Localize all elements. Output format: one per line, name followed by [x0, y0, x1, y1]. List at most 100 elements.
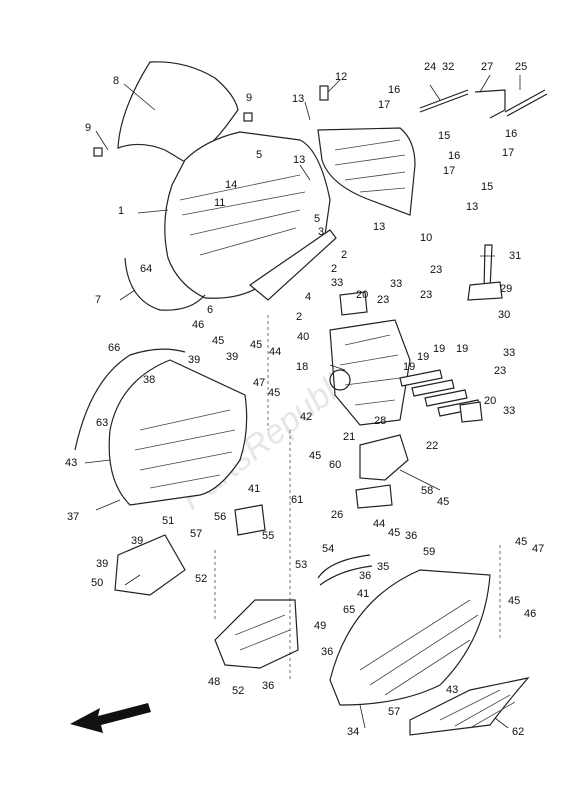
callout-52: 52 [195, 573, 207, 585]
bracket-56 [234, 504, 266, 536]
callout-52: 52 [232, 685, 244, 697]
callout-29: 29 [500, 283, 512, 295]
callout-57: 57 [190, 528, 202, 540]
callout-19: 19 [456, 343, 468, 355]
front-direction-arrow [70, 703, 151, 733]
callout-36: 36 [405, 530, 417, 542]
callout-45: 45 [515, 536, 527, 548]
callout-61: 61 [291, 494, 303, 506]
side-cowling-left-63 [108, 359, 248, 506]
callout-33: 33 [503, 347, 515, 359]
callout-43: 43 [446, 684, 458, 696]
callout-35: 35 [377, 561, 389, 573]
bolts-top [93, 85, 548, 157]
callout-23: 23 [430, 264, 442, 276]
callout-63: 63 [96, 417, 108, 429]
callout-54: 54 [322, 543, 334, 555]
callout-40: 40 [297, 331, 309, 343]
callout-16: 16 [505, 128, 517, 140]
callout-58: 58 [421, 485, 433, 497]
callout-44: 44 [373, 518, 385, 530]
callout-13: 13 [466, 201, 478, 213]
callout-47: 47 [532, 543, 544, 555]
callout-36: 36 [321, 646, 333, 658]
callout-59: 59 [423, 546, 435, 558]
cowling-bracket-3 [249, 229, 337, 301]
leader-lines [84, 74, 521, 729]
callout-42: 42 [300, 411, 312, 423]
callout-17: 17 [502, 147, 514, 159]
callout-33: 33 [503, 405, 515, 417]
callout-3: 3 [318, 226, 324, 238]
callout-6: 6 [207, 304, 213, 316]
callout-44: 44 [269, 346, 281, 358]
callout-66: 66 [108, 342, 120, 354]
callout-13: 13 [292, 93, 304, 105]
callout-45: 45 [508, 595, 520, 607]
callout-12: 12 [335, 71, 347, 83]
callout-45: 45 [388, 527, 400, 539]
callout-47: 47 [253, 377, 265, 389]
callout-9: 9 [246, 92, 252, 104]
callout-41: 41 [248, 483, 260, 495]
callout-20: 20 [356, 289, 368, 301]
callout-2: 2 [296, 311, 302, 323]
callout-2: 2 [341, 249, 347, 261]
callout-39: 39 [226, 351, 238, 363]
inner-panel-10 [317, 127, 416, 216]
callout-21: 21 [343, 431, 355, 443]
callout-34: 34 [347, 726, 359, 738]
callout-48: 48 [208, 676, 220, 688]
main-stay-18 [329, 319, 411, 426]
callout-45: 45 [250, 339, 262, 351]
callout-39: 39 [96, 558, 108, 570]
panel-62 [409, 677, 530, 736]
bracket-20 [339, 291, 483, 423]
callout-39: 39 [131, 535, 143, 547]
bracket-58 [355, 434, 409, 509]
callout-20: 20 [484, 395, 496, 407]
callout-32: 32 [442, 61, 454, 73]
callout-37: 37 [67, 511, 79, 523]
callout-55: 55 [262, 530, 274, 542]
side-cowling-right-34 [329, 569, 491, 706]
callout-14: 14 [225, 179, 237, 191]
callout-62: 62 [512, 726, 524, 738]
callout-11: 11 [214, 197, 225, 209]
callout-18: 18 [296, 361, 308, 373]
callout-15: 15 [438, 130, 450, 142]
callout-39: 39 [188, 354, 200, 366]
callout-43: 43 [65, 457, 77, 469]
callout-31: 31 [509, 250, 521, 262]
callout-19: 19 [433, 343, 445, 355]
callout-23: 23 [494, 365, 506, 377]
callout-36: 36 [359, 570, 371, 582]
callout-16: 16 [388, 84, 400, 96]
callout-28: 28 [374, 415, 386, 427]
callout-45: 45 [437, 496, 449, 508]
callout-5: 5 [256, 149, 262, 161]
callout-4: 4 [305, 291, 311, 303]
callout-57: 57 [388, 706, 400, 718]
callout-65: 65 [343, 604, 355, 616]
callout-30: 30 [498, 309, 510, 321]
callout-64: 64 [140, 263, 152, 275]
callout-24: 24 [424, 61, 436, 73]
callout-46: 46 [192, 319, 204, 331]
callout-16: 16 [448, 150, 460, 162]
mirror-stay-31 [467, 244, 503, 301]
callout-27: 27 [481, 61, 493, 73]
callout-13: 13 [293, 154, 305, 166]
callout-1: 1 [118, 205, 124, 217]
callout-56: 56 [214, 511, 226, 523]
wire-7 [124, 257, 206, 311]
callout-45: 45 [309, 450, 321, 462]
panel-50 [114, 534, 186, 596]
callout-10: 10 [420, 232, 432, 244]
callout-23: 23 [420, 289, 432, 301]
callout-51: 51 [162, 515, 174, 527]
callout-19: 19 [403, 361, 415, 373]
callout-15: 15 [481, 181, 493, 193]
callout-49: 49 [314, 620, 326, 632]
